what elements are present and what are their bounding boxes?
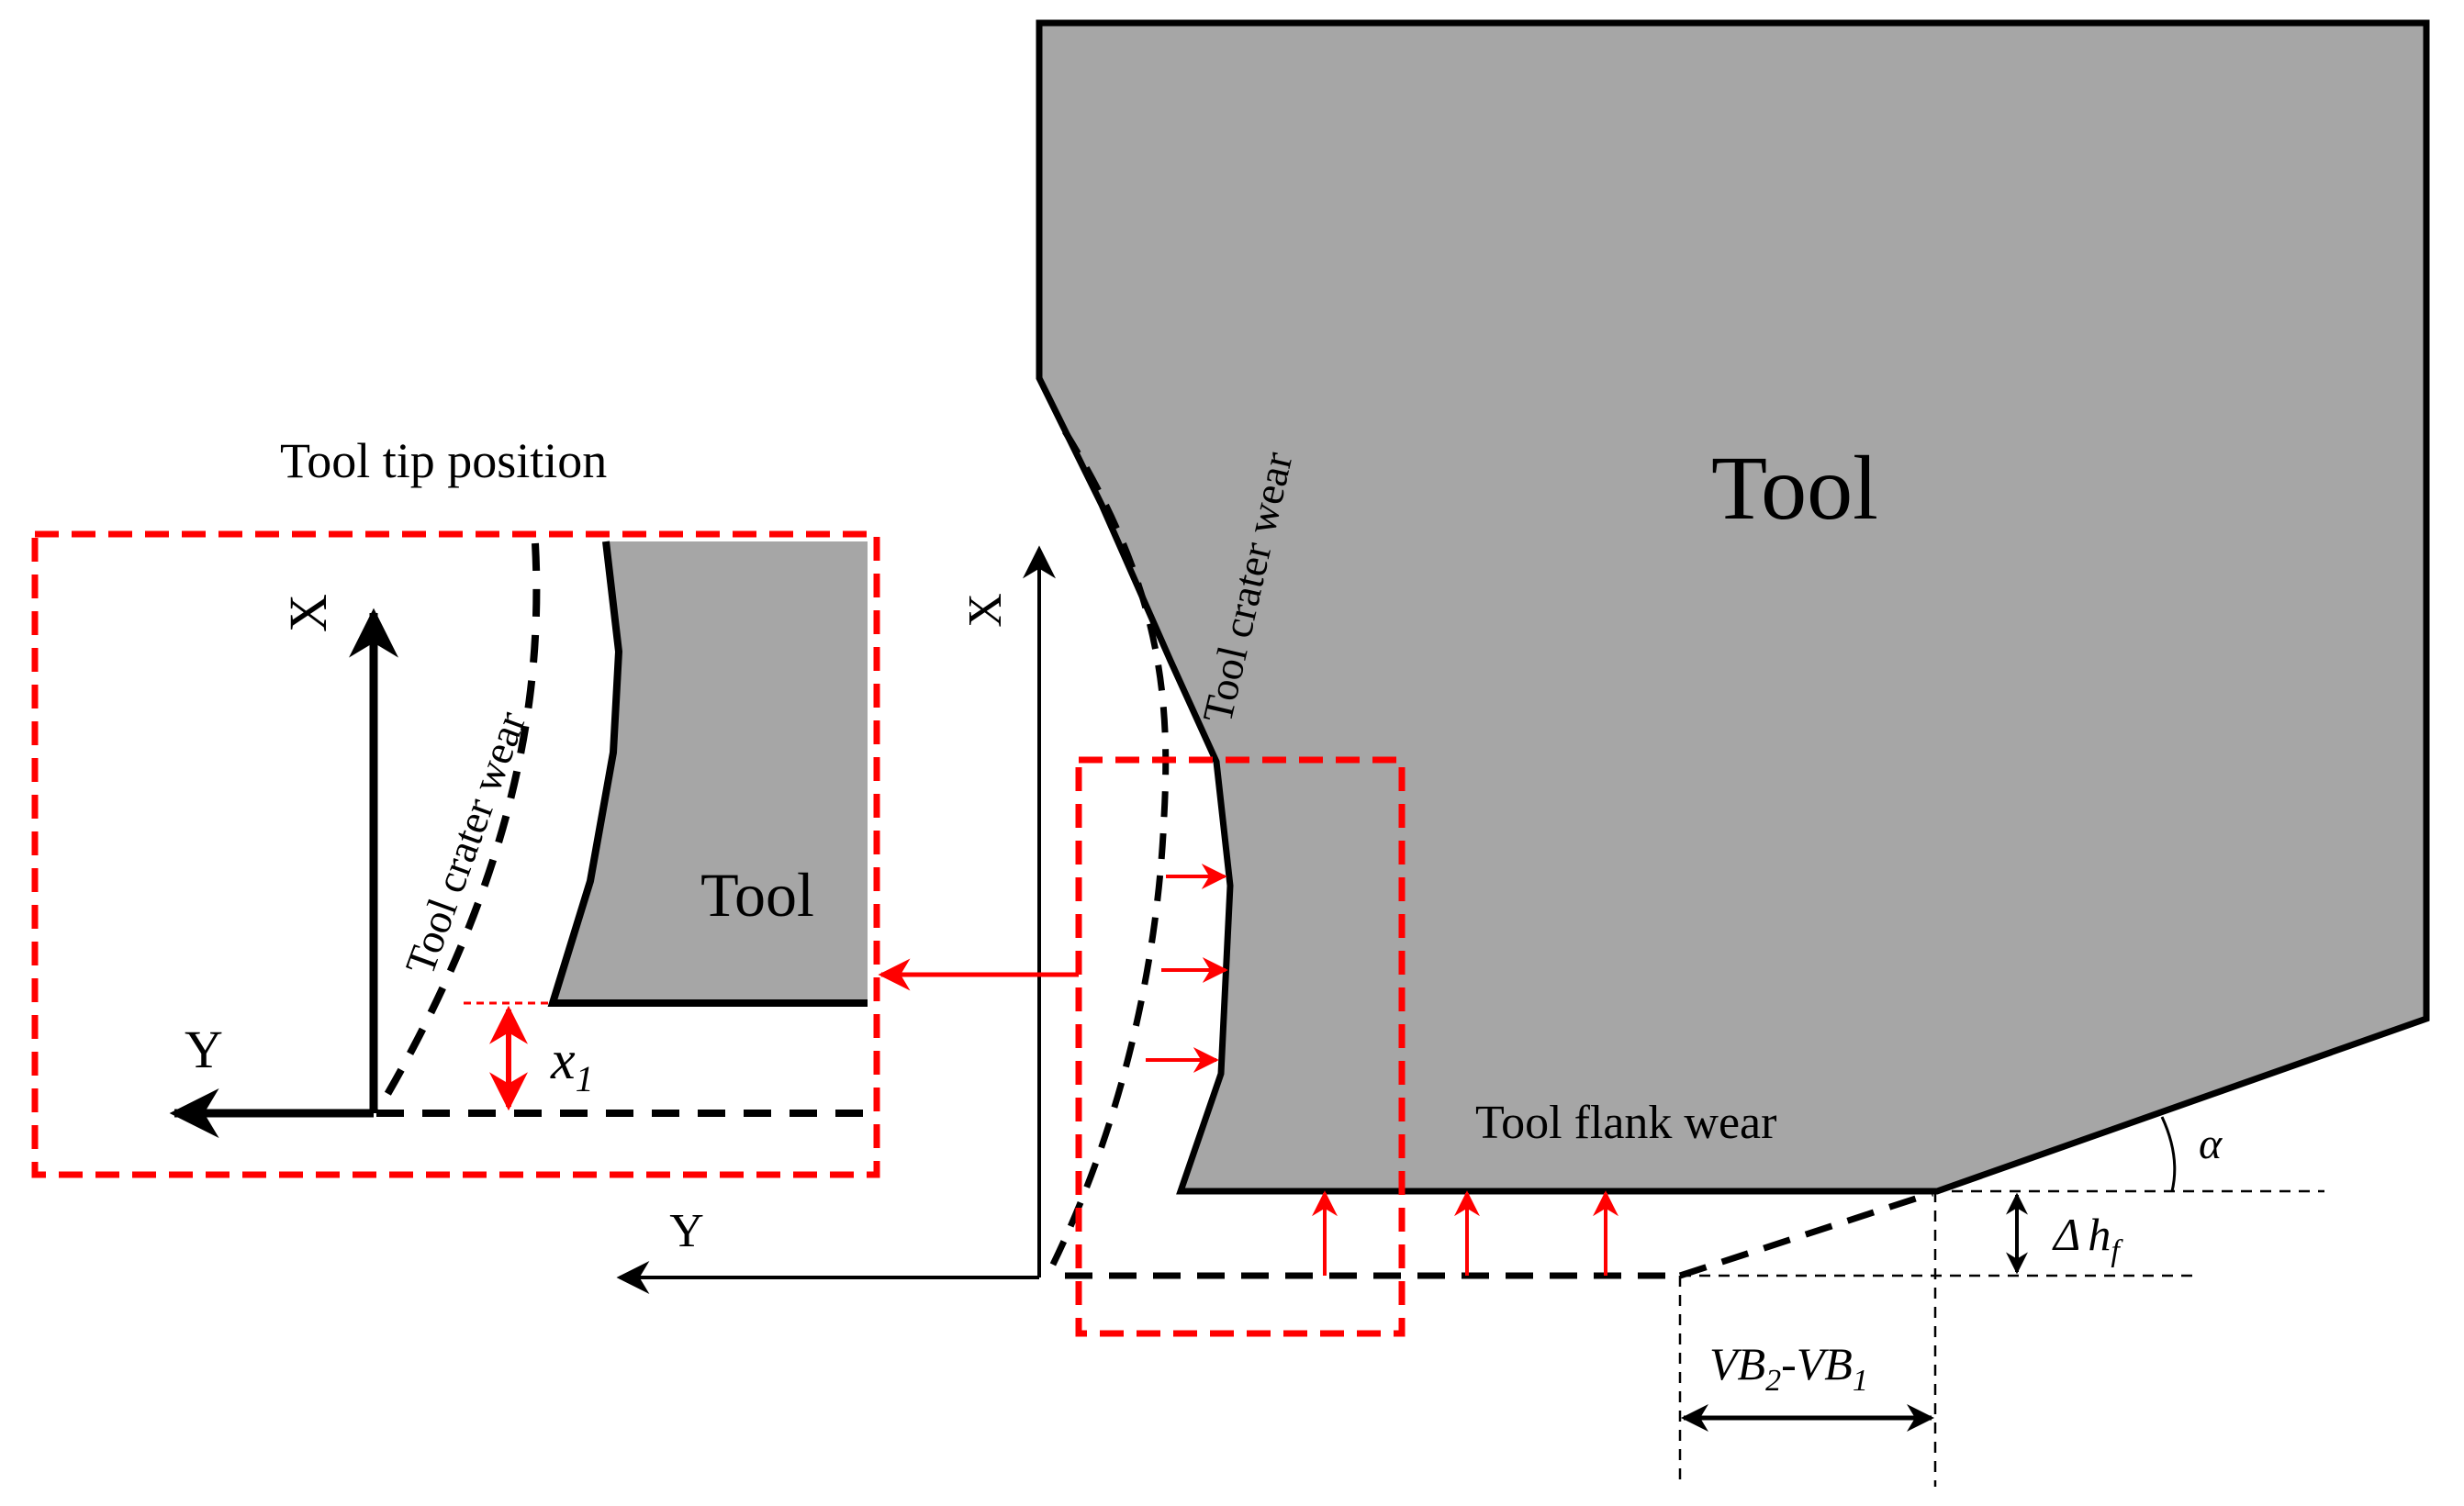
main-highlight-box: [1075, 756, 1406, 1337]
main-crater-wear-curve: [1046, 429, 1170, 1274]
flank-wear-slope: [1678, 1189, 1934, 1279]
main-axis-y-label: Y: [669, 1205, 704, 1257]
inset-tool-outline: [547, 541, 868, 1007]
main-axis-x-label: X: [959, 593, 1012, 628]
inset-tool-body: [553, 541, 868, 1003]
inset-axis-y-label: Y: [185, 1020, 223, 1079]
inset-axis-x-label: X: [278, 594, 338, 632]
flank-wear-label: Tool flank wear: [1475, 1097, 1776, 1149]
alpha-label: α: [2199, 1120, 2223, 1168]
inset-crater-wear-curve: [373, 542, 541, 1116]
x1-label: x1: [550, 1030, 594, 1099]
inset-tool-label: Tool: [700, 860, 814, 930]
inset-title: Tool tip position: [280, 433, 607, 488]
inset-crater-wear-label: Tool crater wear: [396, 705, 534, 980]
inset-highlight-box: [31, 530, 880, 1178]
main-tool-label: Tool: [1711, 437, 1878, 539]
alpha-angle-arc: [2160, 1116, 2177, 1192]
vb-difference-label: VB2-VB1: [1709, 1338, 1868, 1398]
